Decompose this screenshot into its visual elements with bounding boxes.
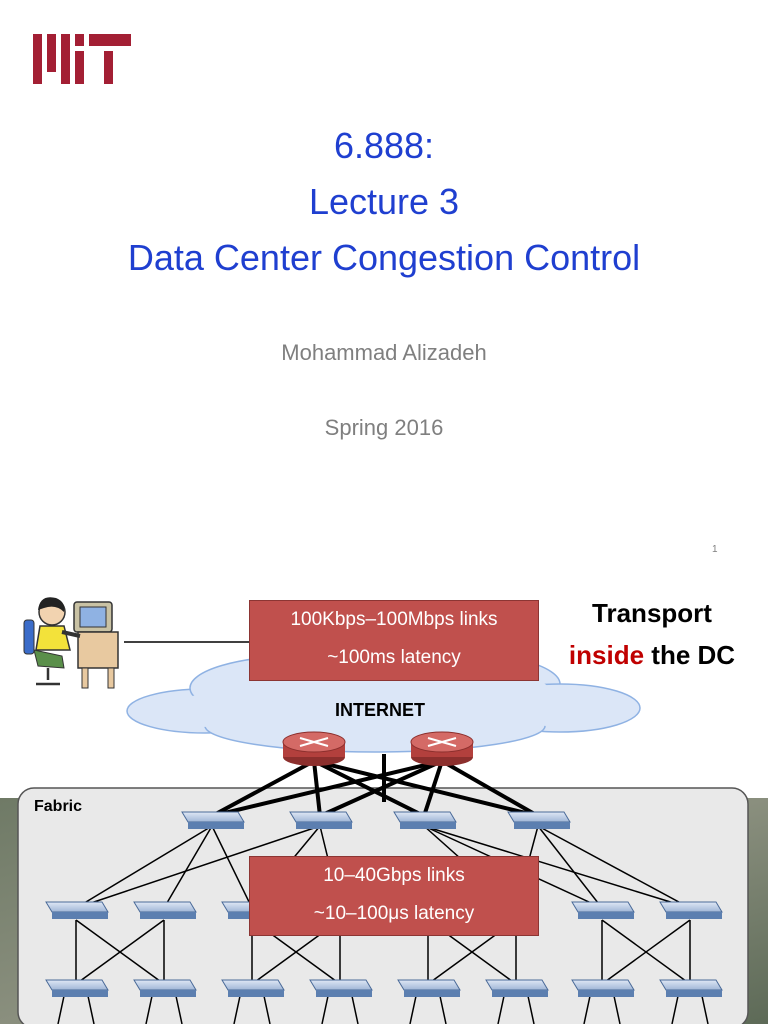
switch-icon xyxy=(45,979,109,997)
wan-latency: ~100ms latency xyxy=(327,647,461,668)
fabric-label: Fabric xyxy=(34,798,83,815)
heading-line-2: inside the DC xyxy=(552,634,752,676)
mit-logo xyxy=(33,34,131,84)
slide-heading: Transport inside the DC xyxy=(552,592,752,676)
fabric-bandwidth: 10–40Gbps links xyxy=(323,865,465,886)
heading-line-1: Transport xyxy=(592,598,712,628)
switch-icon xyxy=(507,811,571,829)
fabric-latency: ~10–100μs latency xyxy=(313,903,475,924)
switch-icon xyxy=(393,811,457,829)
switch-icon xyxy=(181,811,245,829)
wan-bandwidth: 100Kbps–100Mbps links xyxy=(290,609,498,630)
title-lecture: Lecture 3 xyxy=(308,181,460,222)
switch-icon xyxy=(221,979,285,997)
switch-icon xyxy=(133,901,197,919)
switch-icon xyxy=(659,979,723,997)
switch-icon xyxy=(133,979,197,997)
fabric-info-box: 10–40Gbps links ~10–100μs latency xyxy=(249,856,539,936)
switch-icon xyxy=(289,811,353,829)
switch-icon xyxy=(571,901,635,919)
wan-info-box: 100Kbps–100Mbps links ~100ms latency xyxy=(249,600,539,681)
title-topic: Data Center Congestion Control xyxy=(127,237,641,278)
page-number: 1 xyxy=(712,544,718,555)
internet-label: INTERNET xyxy=(335,700,425,720)
user-computer-icon xyxy=(23,597,119,689)
heading-rest: the DC xyxy=(644,640,736,670)
switch-icon xyxy=(397,979,461,997)
switch-icon xyxy=(485,979,549,997)
author-name: Mohammad Alizadeh xyxy=(281,340,487,365)
switch-icon xyxy=(309,979,373,997)
core-links xyxy=(211,754,539,818)
switch-icon xyxy=(571,979,635,997)
router-icon xyxy=(410,731,474,766)
title-slide: 6.888: Lecture 3 Data Center Congestion … xyxy=(33,34,718,555)
network-slide: 100Kbps–100Mbps links ~100ms latency 10–… xyxy=(0,576,768,1024)
switch-icon xyxy=(659,901,723,919)
switch-icon xyxy=(45,901,109,919)
term-label: Spring 2016 xyxy=(324,415,444,440)
heading-highlight: inside xyxy=(568,640,645,670)
host-links xyxy=(57,995,709,1024)
title-course: 6.888: xyxy=(333,125,435,166)
router-icon xyxy=(282,731,346,766)
